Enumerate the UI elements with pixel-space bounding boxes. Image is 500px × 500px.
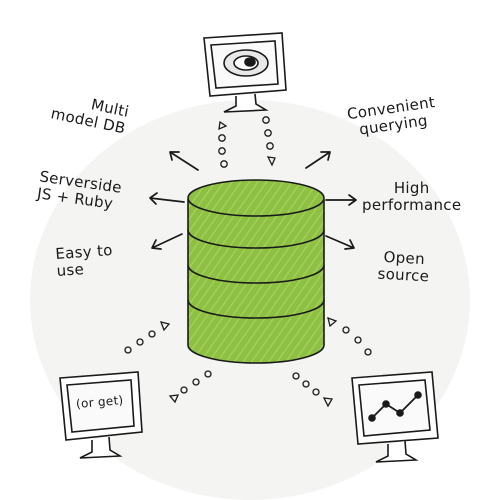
connector-top-left (218, 120, 228, 168)
label-high-performance-line2: performance (362, 196, 462, 214)
label-open-source: Open source (377, 248, 430, 286)
line-graph-icon (368, 391, 422, 422)
label-high-performance-line1: High (393, 179, 430, 197)
avocado-icon (223, 49, 269, 77)
bottom-left-monitor (59, 371, 143, 459)
database-segment-line (187, 299, 325, 319)
label-open-source-line2: source (377, 264, 430, 286)
bottom-right-monitor (351, 371, 439, 463)
top-monitor (203, 32, 287, 113)
connector-left-dots (124, 321, 171, 354)
database-segment-line (187, 229, 325, 249)
arrow-icon (149, 151, 357, 250)
connector-right-dots (327, 316, 372, 356)
connector-bottom-left (168, 370, 212, 404)
database-icon (187, 179, 325, 364)
database-segment-line (187, 264, 325, 284)
connector-top-right (262, 116, 276, 167)
database-top (187, 179, 325, 217)
label-easy-to-use: Easy to use (55, 241, 115, 280)
connector-bottom-right (292, 372, 334, 408)
label-high-performance: High performance (362, 180, 461, 214)
